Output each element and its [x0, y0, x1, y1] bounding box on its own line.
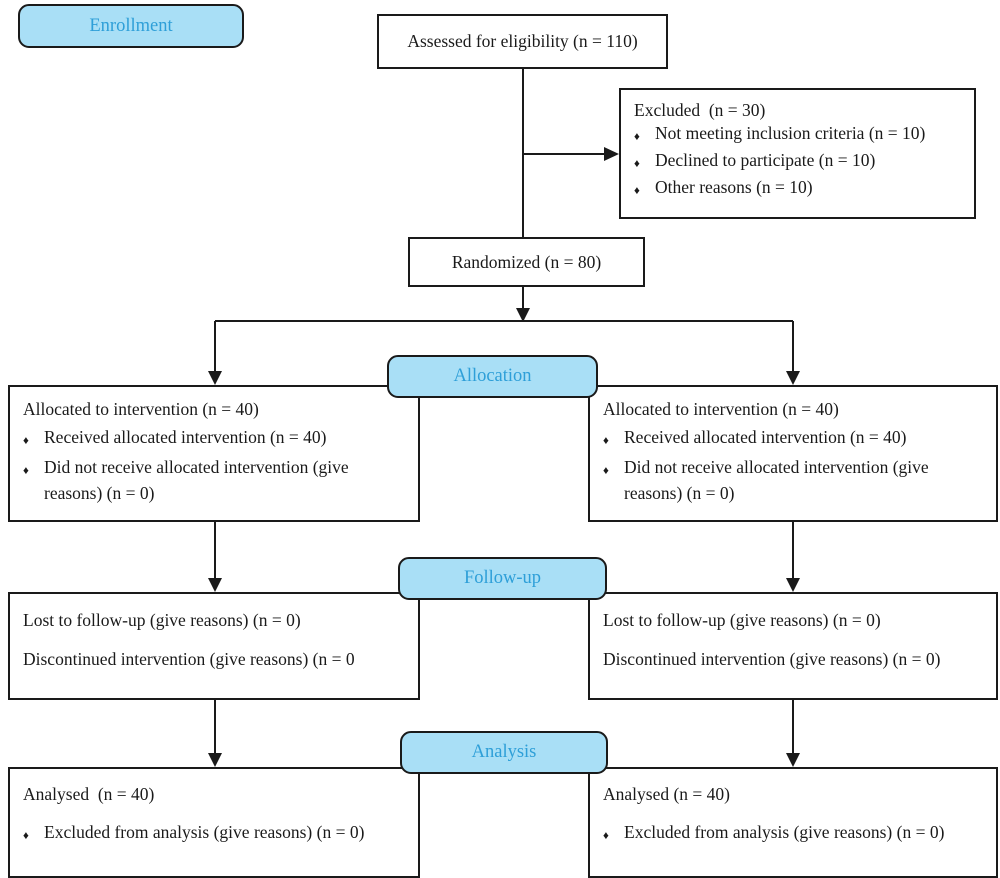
stage-label-analysis: Analysis	[471, 742, 537, 762]
allocation-left-title: Allocated to intervention (n = 40)	[23, 399, 259, 419]
node-excluded-title: Excluded (n = 30)	[634, 100, 766, 120]
excluded-item: ♦ Declined to participate (n = 10)	[634, 149, 962, 176]
stage-label-enrollment: Enrollment	[89, 15, 173, 36]
allocation-right-item: ♦ Did not receive allocated intervention…	[603, 454, 984, 506]
allocation-right-title: Allocated to intervention (n = 40)	[603, 399, 839, 419]
node-followup-right: Lost to follow-up (give reasons) (n = 0)…	[588, 592, 998, 700]
arrowhead-split	[516, 308, 530, 322]
followup-left-line: Discontinued intervention (give reasons)…	[23, 649, 355, 669]
node-randomized: Randomized (n = 80)	[408, 237, 645, 287]
node-analysis-left: Analysed (n = 40) ♦ Excluded from analys…	[8, 767, 420, 878]
analysis-right-item: ♦ Excluded from analysis (give reasons) …	[603, 820, 984, 848]
excluded-item: ♦ Other reasons (n = 10)	[634, 176, 962, 203]
analysis-left-title: Analysed (n = 40)	[23, 784, 155, 804]
stage-pill-followup: Follow-up	[398, 557, 607, 600]
arrowhead-alloc-right	[786, 371, 800, 385]
diamond-bullet-icon: ♦	[23, 830, 29, 842]
node-allocation-right: Allocated to intervention (n = 40) ♦ Rec…	[588, 385, 998, 522]
allocation-left-item: ♦ Received allocated intervention (n = 4…	[23, 424, 406, 454]
followup-right-line: Lost to follow-up (give reasons) (n = 0)	[603, 610, 881, 630]
node-assessed: Assessed for eligibility (n = 110)	[377, 14, 668, 69]
node-followup-left: Lost to follow-up (give reasons) (n = 0)…	[8, 592, 420, 700]
stage-label-allocation: Allocation	[453, 366, 532, 386]
analysis-right-title: Analysed (n = 40)	[603, 784, 730, 804]
allocation-right-item: ♦ Received allocated intervention (n = 4…	[603, 424, 984, 454]
analysis-left-item: ♦ Excluded from analysis (give reasons) …	[23, 820, 406, 848]
node-allocation-left: Allocated to intervention (n = 40) ♦ Rec…	[8, 385, 420, 522]
followup-left-line: Lost to follow-up (give reasons) (n = 0)	[23, 610, 301, 630]
node-excluded: Excluded (n = 30) ♦ Not meeting inclusio…	[619, 88, 976, 219]
diamond-bullet-icon: ♦	[634, 185, 640, 197]
arrowhead-an-right	[786, 753, 800, 767]
diamond-bullet-icon: ♦	[603, 830, 609, 842]
allocation-left-item: ♦ Did not receive allocated intervention…	[23, 454, 406, 506]
arrowhead-fu-left	[208, 578, 222, 592]
excluded-item: ♦ Not meeting inclusion criteria (n = 10…	[634, 122, 962, 149]
arrowhead-alloc-left	[208, 371, 222, 385]
stage-pill-enrollment: Enrollment	[18, 4, 244, 48]
stage-pill-analysis: Analysis	[400, 731, 608, 774]
node-randomized-text: Randomized (n = 80)	[451, 251, 602, 272]
diamond-bullet-icon: ♦	[23, 435, 29, 447]
stage-pill-allocation: Allocation	[387, 355, 598, 398]
node-assessed-text: Assessed for eligibility (n = 110)	[407, 31, 638, 51]
diamond-bullet-icon: ♦	[634, 158, 640, 170]
arrowhead-excluded	[604, 147, 619, 161]
stage-label-followup: Follow-up	[463, 568, 542, 588]
arrowhead-fu-right	[786, 578, 800, 592]
diamond-bullet-icon: ♦	[603, 465, 609, 477]
followup-right-line: Discontinued intervention (give reasons)…	[603, 649, 941, 669]
diamond-bullet-icon: ♦	[603, 435, 609, 447]
diamond-bullet-icon: ♦	[23, 465, 29, 477]
diamond-bullet-icon: ♦	[634, 131, 640, 143]
node-analysis-right: Analysed (n = 40) ♦ Excluded from analys…	[588, 767, 998, 878]
arrowhead-an-left	[208, 753, 222, 767]
